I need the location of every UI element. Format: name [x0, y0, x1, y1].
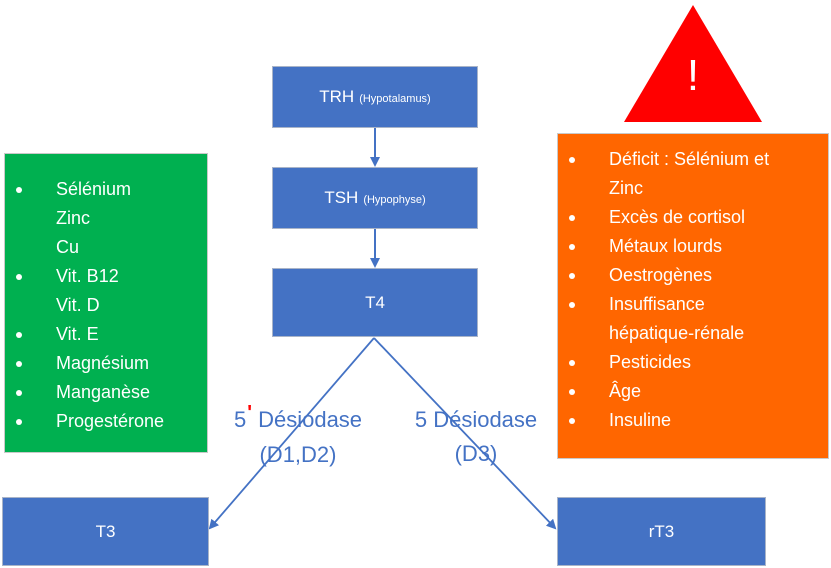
- enzyme-left-detail: (D1,D2): [259, 442, 337, 467]
- list-item-text: Sélénium: [56, 179, 132, 199]
- bullet-icon: [569, 360, 575, 366]
- t3-box: T3: [2, 497, 209, 566]
- list-item-text: Déficit : Sélénium et: [609, 149, 770, 169]
- enzyme-left-prefix: 5: [233, 407, 247, 432]
- list-item-text: Métaux lourds: [609, 236, 723, 256]
- list-item-text: Zinc: [56, 208, 91, 228]
- warning-triangle-icon: [624, 5, 762, 122]
- enzyme-right-prefix: 5: [414, 407, 428, 432]
- trh-label: TRH: [319, 87, 355, 106]
- list-item: Progestérone: [5, 407, 207, 436]
- list-item: Oestrogènes: [558, 261, 828, 290]
- t4-label: T4: [365, 292, 385, 312]
- bullet-icon: [16, 274, 22, 280]
- list-item: Manganèse: [5, 378, 207, 407]
- bullet-icon: [16, 390, 22, 396]
- list-item-text: Vit. B12: [56, 266, 119, 286]
- list-item-text: Vit. E: [56, 324, 99, 344]
- bullet-icon: [16, 187, 22, 193]
- trh-box: TRH (Hypotalamus): [272, 66, 478, 128]
- list-item-text: hépatique-rénale: [609, 323, 745, 343]
- enzyme-left-name: Désiodase: [258, 407, 363, 432]
- list-item-text: Oestrogènes: [609, 265, 713, 285]
- bullet-icon: [569, 273, 575, 279]
- enzyme-label-d1-d2: 5' Désiodase (D1,D2): [222, 402, 374, 472]
- bullet-icon: [16, 332, 22, 338]
- list-item-text: Âge: [609, 381, 642, 401]
- list-item: Magnésium: [5, 349, 207, 378]
- tsh-label: TSH: [324, 188, 359, 207]
- list-item-text: Pesticides: [609, 352, 692, 372]
- list-item: Vit. E: [5, 320, 207, 349]
- list-item: Sélénium: [5, 175, 207, 204]
- list-item: Vit. B12: [5, 262, 207, 291]
- bullet-icon: [569, 418, 575, 424]
- bullet-icon: [569, 215, 575, 221]
- list-item: Insuffisance: [558, 290, 828, 319]
- tsh-box: TSH (Hypophyse): [272, 167, 478, 229]
- t4-box: T4: [272, 268, 478, 337]
- list-item-text: Manganèse: [56, 382, 151, 402]
- list-item: Déficit : Sélénium et: [558, 145, 828, 174]
- enzyme-label-d3: 5 Désiodase (D3): [402, 403, 550, 471]
- exclamation-icon: !: [686, 51, 700, 100]
- list-item-text: Zinc: [609, 178, 644, 198]
- list-item: Pesticides: [558, 348, 828, 377]
- list-item-text: Vit. D: [56, 295, 100, 315]
- list-item: hépatique-rénale: [558, 319, 828, 348]
- bullet-icon: [16, 419, 22, 425]
- list-item-text: Progestérone: [56, 411, 165, 431]
- rt3-box: rT3: [557, 497, 766, 566]
- list-item-text: Cu: [56, 237, 80, 257]
- list-item: Cu: [5, 233, 207, 262]
- arrow-t4-rt3: [373, 337, 557, 530]
- enzyme-right-name: Désiodase: [433, 407, 538, 432]
- bullet-icon: [569, 302, 575, 308]
- enzyme-right-detail: (D3): [454, 441, 498, 466]
- list-item: Zinc: [5, 204, 207, 233]
- list-item-text: Insuline: [609, 410, 672, 430]
- list-item: Métaux lourds: [558, 232, 828, 261]
- list-item: Insuline: [558, 406, 828, 435]
- trh-source: (Hypotalamus): [359, 92, 431, 105]
- list-item: Excès de cortisol: [558, 203, 828, 232]
- bullet-icon: [569, 157, 575, 163]
- list-item-text: Excès de cortisol: [609, 207, 746, 227]
- bullet-icon: [16, 361, 22, 367]
- list-item-text: Magnésium: [56, 353, 150, 373]
- prime-mark: ': [247, 402, 252, 424]
- tsh-source: (Hypophyse): [363, 193, 426, 206]
- t3-label: T3: [95, 521, 116, 541]
- rt3-label: rT3: [648, 521, 675, 541]
- list-item: Âge: [558, 377, 828, 406]
- bullet-icon: [569, 244, 575, 250]
- arrow-t4-t3: [208, 337, 375, 530]
- list-item-text: Insuffisance: [609, 294, 705, 314]
- list-item: Vit. D: [5, 291, 207, 320]
- list-item: Zinc: [558, 174, 828, 203]
- bullet-icon: [569, 389, 575, 395]
